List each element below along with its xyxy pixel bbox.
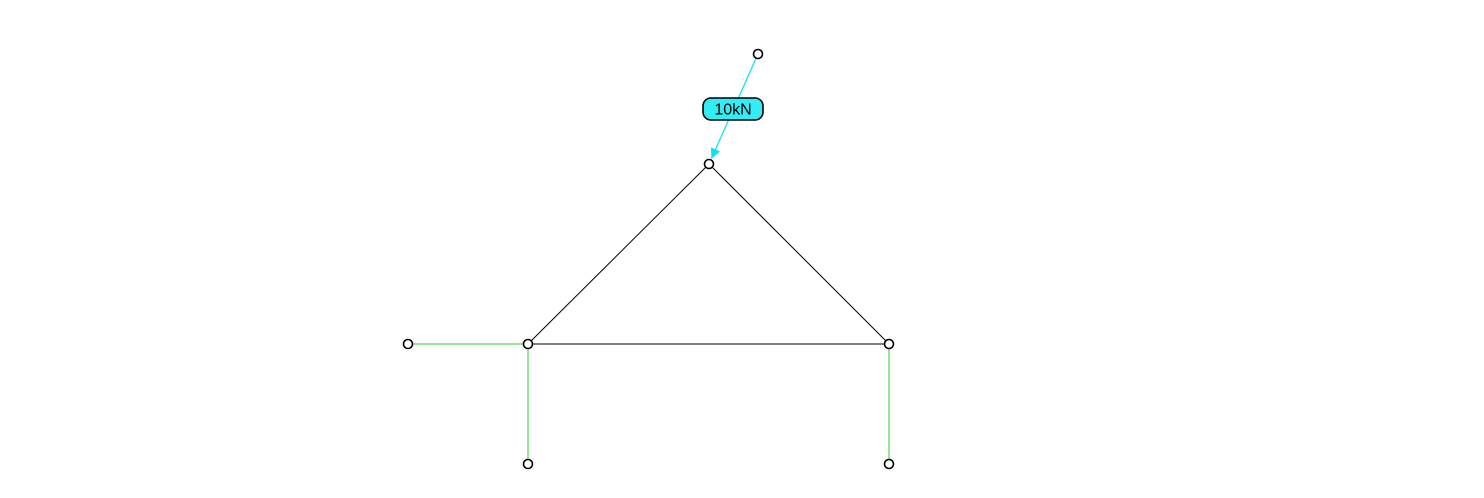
left-rafter-member[interactable] bbox=[527, 163, 710, 345]
load-layer: 10kN bbox=[702, 53, 764, 159]
load-origin-node[interactable] bbox=[752, 48, 764, 60]
members-layer bbox=[408, 163, 890, 464]
left-vertical-support-node[interactable] bbox=[522, 458, 534, 470]
nodes-layer bbox=[402, 48, 895, 470]
right-base-node[interactable] bbox=[883, 338, 895, 350]
left-horizontal-support-node[interactable] bbox=[402, 338, 414, 350]
left-base-node[interactable] bbox=[522, 338, 534, 350]
right-vertical-support-node[interactable] bbox=[883, 458, 895, 470]
right-rafter-member[interactable] bbox=[708, 163, 890, 345]
load-label-box bbox=[702, 97, 764, 121]
load-label-text: 10kN bbox=[714, 102, 751, 119]
apex-node[interactable] bbox=[703, 158, 715, 170]
load-label: 10kN bbox=[702, 97, 764, 121]
